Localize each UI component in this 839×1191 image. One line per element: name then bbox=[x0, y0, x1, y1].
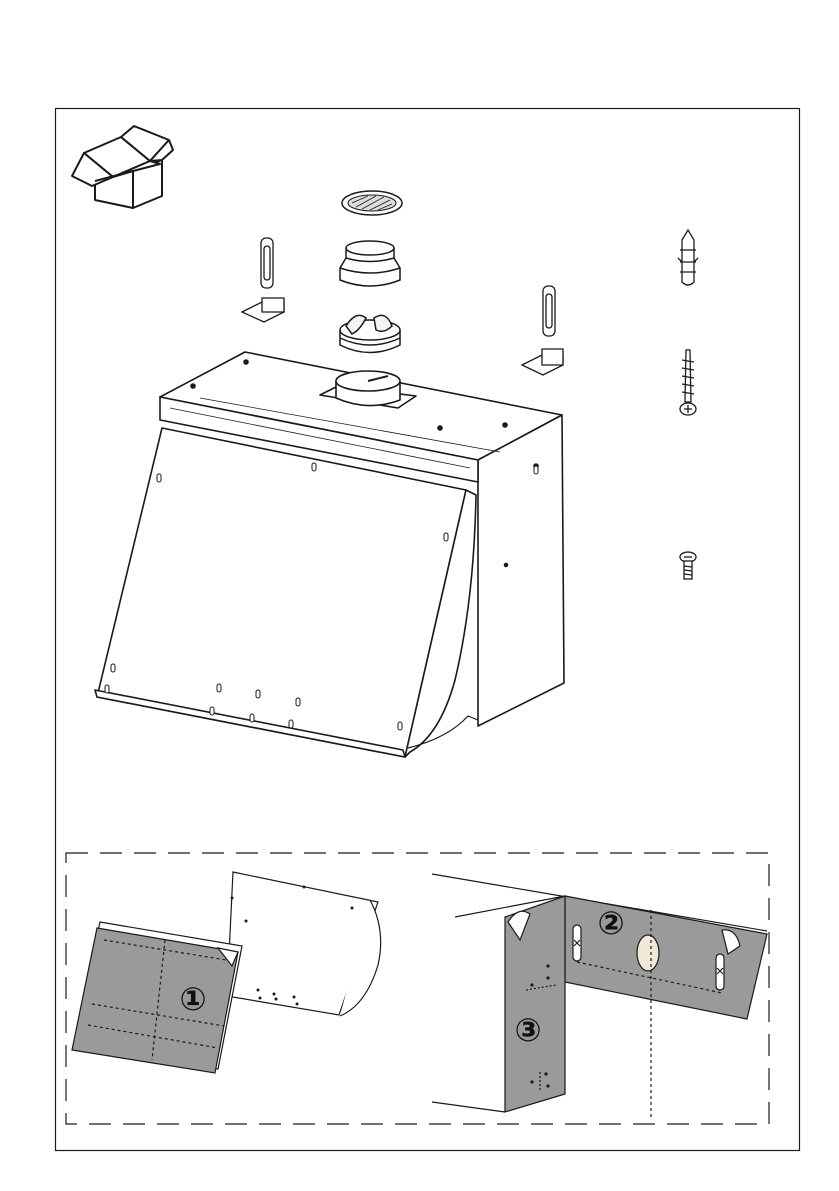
wall-plug-icon bbox=[678, 230, 698, 285]
check-valve-icon bbox=[340, 315, 400, 352]
open-box-icon bbox=[72, 126, 173, 208]
duct-adapter-icon bbox=[340, 241, 400, 286]
machine-screw-icon bbox=[680, 552, 696, 579]
step1-illustration bbox=[72, 872, 381, 1073]
step3-number: ③ bbox=[510, 1014, 546, 1050]
grille-icon bbox=[342, 191, 402, 215]
wall-bracket-icon-left bbox=[242, 238, 284, 322]
range-hood-body bbox=[95, 352, 564, 757]
wood-screw-icon bbox=[680, 350, 696, 415]
step1-number: ① bbox=[175, 983, 211, 1019]
wall-bracket-icon-right bbox=[522, 286, 563, 375]
step2-number: ② bbox=[593, 907, 629, 943]
